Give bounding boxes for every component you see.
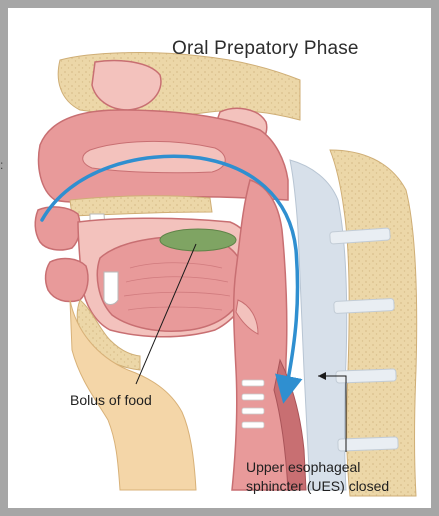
bolus-of-food (160, 229, 236, 251)
diagram-title: Oral Prepatory Phase (172, 38, 359, 60)
pharynx (232, 180, 292, 490)
bolus-label: Bolus of food (70, 392, 152, 408)
lower-tooth (104, 272, 118, 305)
upper-lip (35, 207, 80, 250)
ues-label-line1: Upper esophageal (246, 459, 360, 475)
hard-palate (70, 196, 212, 216)
lower-lip (46, 259, 88, 302)
ues-label-line2: sphincter (UES) closed (246, 478, 389, 494)
tongue (97, 237, 245, 331)
